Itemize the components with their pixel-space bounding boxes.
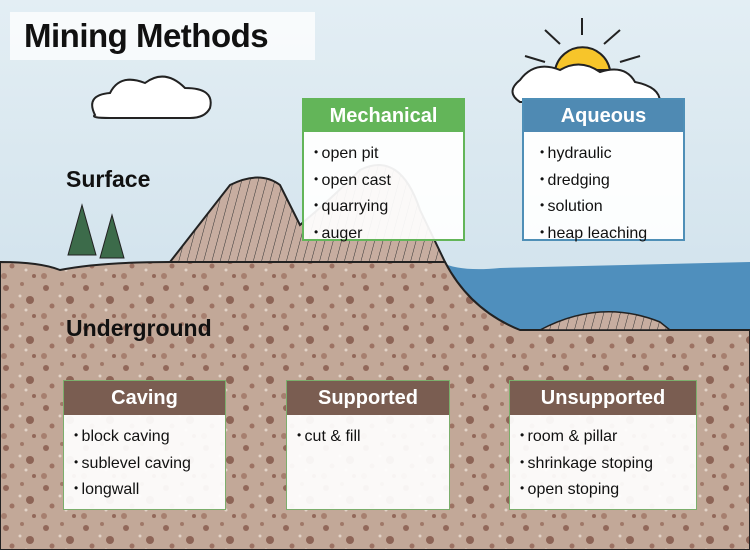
list-item: dredging [540,167,683,194]
list-item: room & pillar [520,423,696,450]
list-item: cut & fill [297,423,449,450]
water [440,262,750,330]
list-item: block caving [74,423,225,450]
surface-label: Surface [66,166,151,192]
sun-icon [511,18,662,103]
cloud-icon [91,75,212,119]
underwater-mound [539,310,673,331]
list-item: quarrying [314,193,463,220]
list-item: sublevel caving [74,450,225,477]
mechanical-box: Mechanical open pitopen castquarryingaug… [302,98,465,242]
list-item: open cast [314,167,463,194]
box-header: Supported [287,381,449,415]
list-item: solution [540,193,683,220]
list-item: longwall [74,476,225,503]
supported-box: Supported cut & fill [286,380,450,510]
tree-icon [67,203,125,259]
list-item: open stoping [520,476,696,503]
box-header: Caving [64,381,225,415]
box-header: Mechanical [304,100,463,132]
list-item: hydraulic [540,140,683,167]
list-item: heap leaching [540,220,683,247]
list-item: shrinkage stoping [520,450,696,477]
underground-label: Underground [66,315,212,341]
box-header: Unsupported [510,381,696,415]
caving-box: Caving block cavingsublevel cavinglongwa… [63,380,226,510]
box-header: Aqueous [524,100,683,132]
list-item: auger [314,220,463,247]
unsupported-box: Unsupported room & pillarshrinkage stopi… [509,380,697,510]
list-item: open pit [314,140,463,167]
page-title: Mining Methods [10,12,315,60]
aqueous-box: Aqueous hydraulicdredgingsolutionheap le… [522,98,685,242]
